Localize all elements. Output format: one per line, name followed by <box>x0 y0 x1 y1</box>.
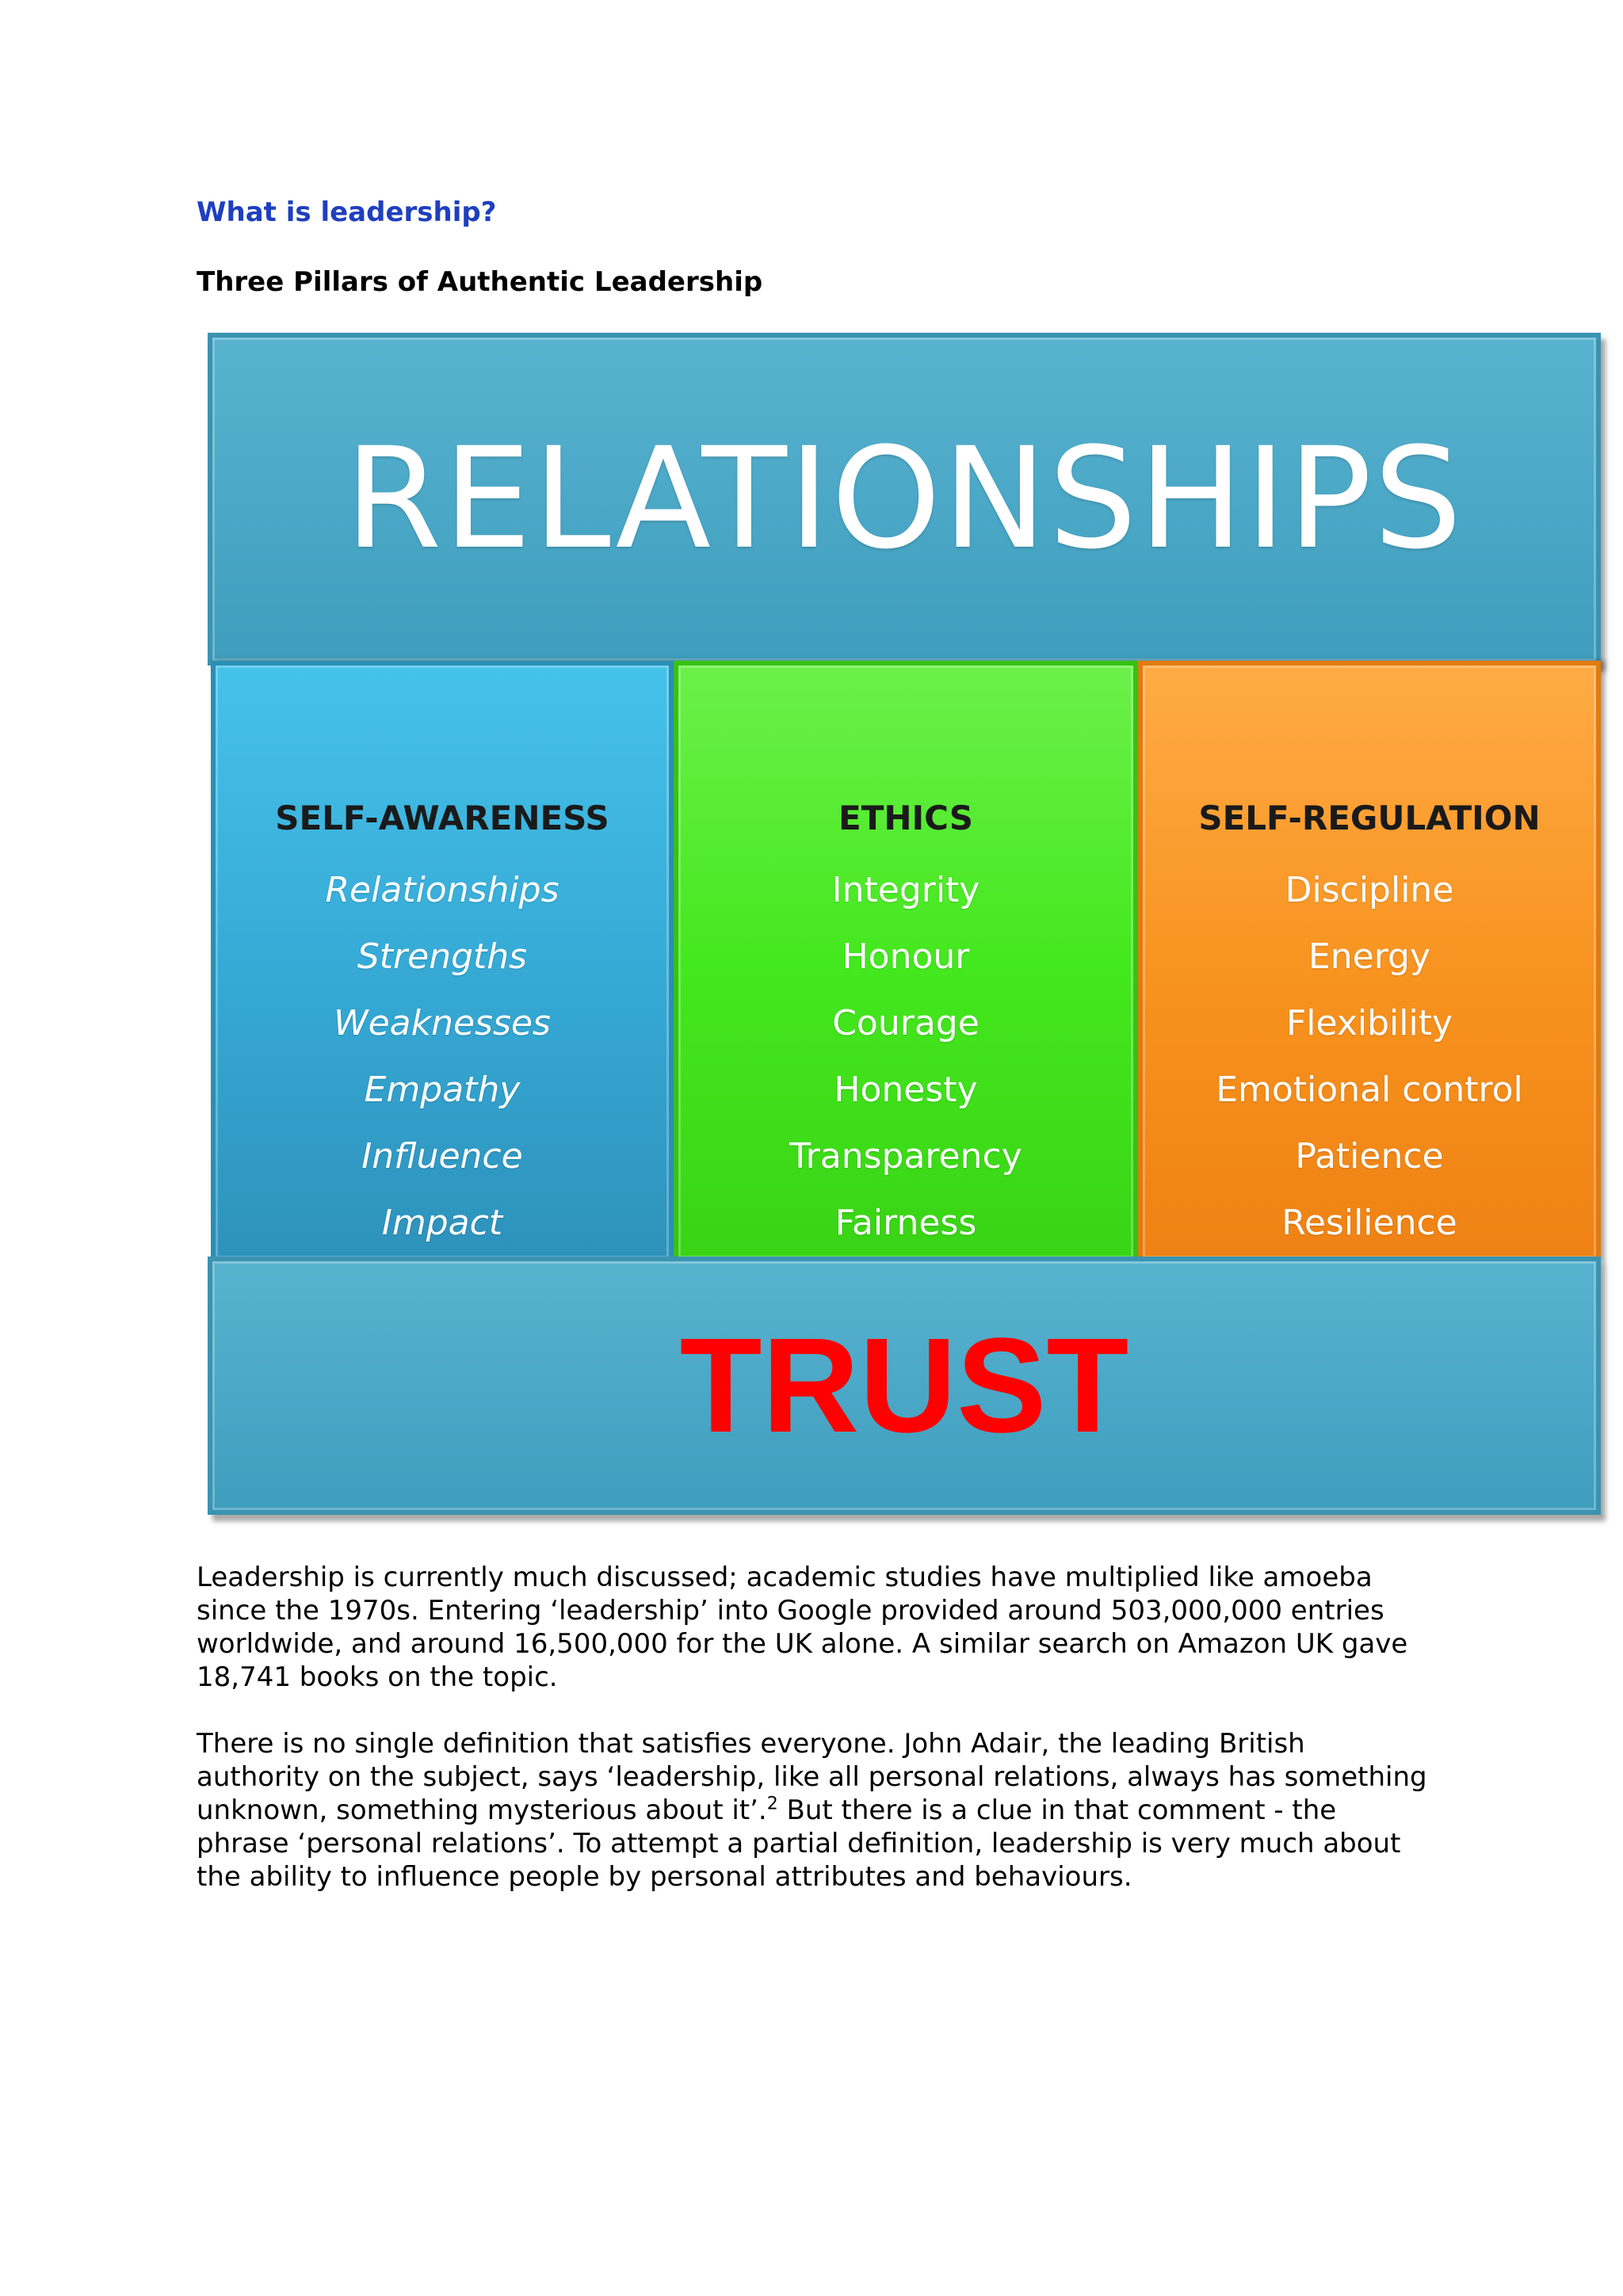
pillar-self-awareness: SELF-AWARENESS Relationships Strengths W… <box>211 661 674 1263</box>
pillar-item: Discipline <box>1285 870 1454 910</box>
trust-label: TRUST <box>679 1310 1129 1461</box>
pillar-item: Flexibility <box>1286 1003 1453 1043</box>
pillar-ethics: ETHICS Integrity Honour Courage Honesty … <box>674 661 1138 1263</box>
pillar-item: Weaknesses <box>334 1003 551 1043</box>
pillar-item: Energy <box>1308 936 1431 977</box>
pillar-item: Impact <box>381 1203 503 1243</box>
relationships-label: RELATIONSHIPS <box>345 418 1464 580</box>
pillar-title: SELF-REGULATION <box>1198 799 1541 837</box>
pillar-item: Integrity <box>831 870 980 910</box>
leadership-pillars-diagram: RELATIONSHIPS SELF-AWARENESS Relationshi… <box>204 330 1607 1526</box>
pillar-item: Patience <box>1295 1136 1444 1177</box>
pillar-title: ETHICS <box>838 799 973 837</box>
trust-band: TRUST <box>208 1257 1601 1515</box>
pillar-item: Influence <box>361 1136 523 1177</box>
page-heading-link[interactable]: What is leadership? <box>197 196 497 228</box>
footnote-reference[interactable]: 2 <box>766 1794 778 1814</box>
pillar-item: Honour <box>842 936 970 977</box>
pillar-item: Emotional control <box>1216 1070 1523 1110</box>
paragraph-text: But there is a clue in that comment - th… <box>197 1794 1401 1893</box>
body-paragraph: Leadership is currently much discussed; … <box>197 1562 1408 1693</box>
pillar-item: Fairness <box>834 1203 977 1243</box>
pillar-title: SELF-AWARENESS <box>275 799 609 837</box>
paragraph-text: There is no single definition that satis… <box>197 1728 1427 1826</box>
pillar-item: Courage <box>832 1003 980 1043</box>
pillar-item: Strengths <box>357 936 528 977</box>
relationships-band: RELATIONSHIPS <box>208 333 1601 666</box>
pillar-item: Empathy <box>364 1070 521 1110</box>
pillar-self-regulation: SELF-REGULATION Discipline Energy Flexib… <box>1138 661 1601 1263</box>
pillar-item: Honesty <box>834 1070 978 1110</box>
body-paragraph: There is no single definition that satis… <box>197 1727 1433 1894</box>
pillar-item: Resilience <box>1281 1203 1457 1243</box>
pillar-item: Transparency <box>789 1136 1022 1177</box>
pillar-item: Relationships <box>325 870 559 910</box>
diagram-title: Three Pillars of Authentic Leadership <box>197 266 763 298</box>
